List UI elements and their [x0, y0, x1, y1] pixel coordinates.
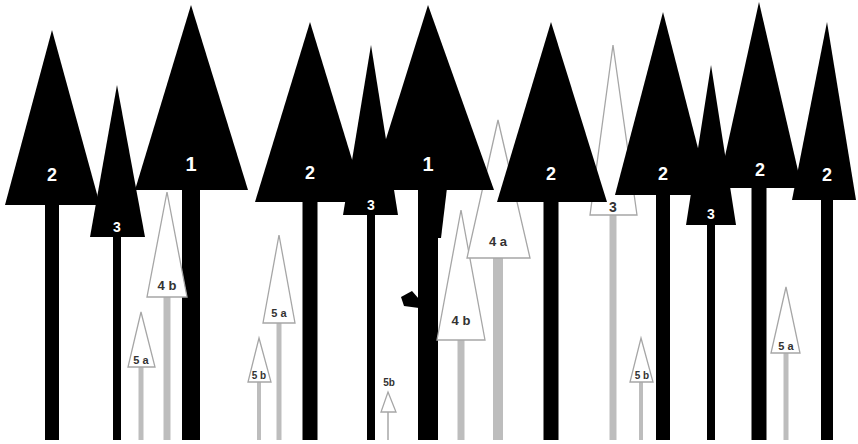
class-number: 3: [367, 198, 375, 212]
crown-shape: [381, 392, 396, 412]
tree-trunk: [458, 338, 465, 440]
class-number: 1: [422, 154, 433, 174]
class-number: 2: [47, 166, 57, 184]
tree-crown: 2: [255, 22, 365, 202]
crown-triangle: [792, 22, 856, 200]
tree-crown: 5 b: [630, 338, 653, 382]
tree-crown: 3: [90, 85, 145, 237]
class-number: 5 b: [252, 371, 266, 381]
tree-trunk: [45, 203, 59, 440]
tree-crown: 4 b: [147, 192, 187, 297]
crown-shape: [90, 85, 145, 237]
class-number: 2: [658, 165, 668, 183]
tree-trunk: [303, 200, 318, 440]
class-number: 5 a: [133, 355, 148, 366]
class-number: 5 a: [778, 341, 793, 352]
tree-crown: 5 a: [263, 235, 295, 323]
class-number: 4 a: [489, 235, 507, 248]
tree-trunk: [113, 235, 121, 440]
crown-triangle: [718, 2, 802, 188]
crown-triangle: [248, 338, 271, 382]
class-number: 2: [755, 161, 765, 179]
tree-crown: 2: [497, 22, 607, 202]
class-number: 2: [822, 166, 832, 184]
tree-trunk: [707, 223, 715, 440]
branch-stub: [401, 291, 419, 308]
class-number: 5 a: [271, 308, 286, 319]
tree-crown: 5 a: [771, 287, 800, 353]
tree-trunk: [784, 351, 789, 440]
class-number: 5b: [383, 378, 395, 388]
tree-trunk: [182, 188, 200, 440]
class-number: 4 b: [158, 279, 177, 292]
tree-crown: 5 a: [128, 312, 155, 367]
tree-trunk: [164, 295, 171, 440]
crown-triangle: [630, 338, 653, 382]
crown-triangle: [381, 392, 396, 412]
class-number: 3: [113, 220, 121, 234]
crown-triangle: [771, 287, 800, 353]
tree-trunk: [277, 321, 282, 440]
class-number: 5 b: [635, 371, 649, 381]
tree-crown: 2: [792, 22, 856, 200]
crown-triangle: [255, 22, 365, 202]
crown-triangle: [5, 30, 100, 205]
tree-crown: 2: [718, 2, 802, 188]
crown-triangle: [263, 235, 295, 323]
tree-trunk: [610, 213, 617, 440]
tree-crown: 5b: [381, 392, 396, 412]
crown-triangle: [90, 85, 145, 237]
tree-trunk: [387, 410, 389, 440]
tree-trunk: [493, 256, 503, 440]
tree-trunk: [139, 365, 144, 440]
tree-trunk: [752, 186, 767, 440]
class-number: 1: [185, 154, 196, 174]
tree-trunk: [257, 380, 261, 440]
tree-trunk: [544, 200, 559, 440]
tree-trunk: [639, 380, 643, 440]
crown-triangle: [128, 312, 155, 367]
tree-crown: 1: [135, 5, 248, 190]
crown-triangle: [135, 5, 248, 190]
class-number: 4 b: [452, 314, 471, 327]
tree-crown: 5 b: [248, 338, 271, 382]
class-number: 2: [546, 165, 556, 183]
tree-trunk: [656, 193, 670, 440]
crown-triangle: [147, 192, 187, 297]
tree-crown: 2: [5, 30, 100, 205]
class-number: 3: [609, 200, 617, 214]
crown-triangle: [370, 5, 494, 190]
tree-trunk: [821, 198, 833, 440]
trunk-fork: [432, 188, 447, 238]
tree-crown: 1: [370, 5, 494, 190]
class-number: 2: [305, 164, 315, 182]
crown-triangle: [497, 22, 607, 202]
class-number: 3: [707, 207, 715, 221]
tree-trunk: [367, 213, 375, 440]
